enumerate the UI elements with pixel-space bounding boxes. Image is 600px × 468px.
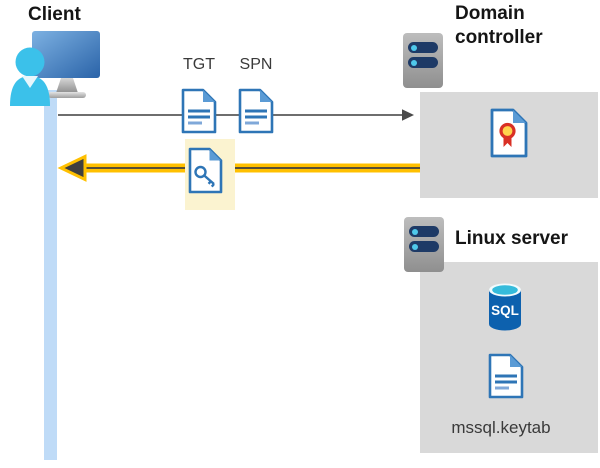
spn-document-icon xyxy=(238,88,274,134)
keytab-document-icon xyxy=(488,353,524,399)
domain-controller-title: Domain controller xyxy=(455,3,543,48)
client-lifeline xyxy=(44,90,57,460)
request-arrow-icon xyxy=(58,109,414,121)
spn-label: SPN xyxy=(239,56,273,73)
certificate-document-icon xyxy=(490,108,528,158)
linux-server-title: Linux server xyxy=(455,228,568,249)
keytab-filename: mssql.keytab xyxy=(451,418,551,437)
response-arrow-icon xyxy=(57,154,420,182)
client-title: Client xyxy=(28,4,81,25)
sql-database-icon: SQL xyxy=(489,283,521,331)
domain-controller-server-icon xyxy=(403,33,443,88)
sql-icon-label: SQL xyxy=(491,303,519,318)
key-ticket-document-icon xyxy=(188,147,223,194)
person-icon xyxy=(10,47,50,106)
client-computer-icon xyxy=(10,31,100,106)
tgt-document-icon xyxy=(181,88,217,134)
linux-server-icon xyxy=(404,217,444,272)
monitor-icon xyxy=(32,31,100,98)
tgt-label: TGT xyxy=(183,56,215,73)
